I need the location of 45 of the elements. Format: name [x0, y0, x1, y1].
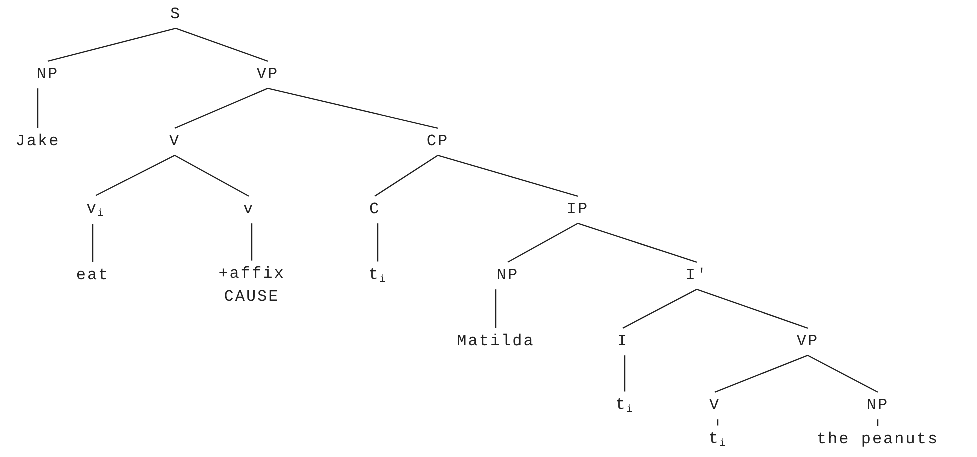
- tree-node-label: t$_{i}$: [708, 428, 728, 452]
- tree-node-label: NP: [496, 265, 520, 286]
- tree-node-label: NP: [36, 64, 60, 86]
- tree-branch-line: [714, 355, 808, 393]
- tree-branch-line: [176, 28, 268, 62]
- tree-node-label: the peanuts: [816, 429, 940, 450]
- tree-branch-line: [622, 289, 698, 329]
- tree-branch-line: [268, 88, 438, 129]
- tree-node-label: VP: [796, 331, 820, 352]
- tree-node-label: t$_{i}$: [368, 264, 388, 288]
- tree-node-label: Jake: [16, 131, 60, 152]
- tree-node-label: V: [709, 395, 721, 416]
- tree-branch-line: [717, 420, 719, 426]
- tree-branch-line: [48, 28, 176, 62]
- tree-branch-line: [251, 224, 253, 261]
- tree-node-label: CP: [426, 131, 450, 152]
- tree-branch-line: [374, 155, 438, 197]
- tree-branch-line: [377, 224, 379, 262]
- tree-branch-line: [92, 224, 94, 262]
- tree-node-label: eat: [76, 265, 110, 286]
- tree-branch-line: [174, 155, 250, 197]
- tree-branch-line: [174, 88, 268, 129]
- tree-branch-line: [96, 155, 176, 196]
- tree-branch-line: [578, 223, 698, 263]
- tree-node-label: I: [617, 331, 629, 352]
- tree-branch-line: [438, 155, 578, 197]
- tree-branch-line: [495, 290, 497, 328]
- tree-branch-line: [808, 355, 878, 393]
- tree-node-label: v: [243, 199, 255, 220]
- tree-branch-line: [877, 420, 879, 426]
- tree-node-label: Matilda: [457, 331, 535, 352]
- tree-node-label: +affix CAUSE: [218, 264, 286, 308]
- tree-node-label: NP: [866, 395, 890, 416]
- tree-branch-line: [624, 356, 626, 392]
- tree-node-label: I': [686, 265, 708, 286]
- tree-node-label: VP: [256, 64, 280, 86]
- tree-node-label: IP: [566, 199, 590, 220]
- tree-branch-line: [37, 88, 39, 128]
- tree-branch-line: [508, 223, 578, 263]
- tree-node-label: v$_{i}$: [86, 198, 106, 222]
- tree-branch-line: [696, 289, 808, 329]
- tree-node-label: S: [170, 4, 182, 26]
- tree-node-label: t$_{i}$: [616, 394, 634, 418]
- tree-node-label: V: [169, 131, 181, 152]
- tree-node-label: C: [369, 199, 381, 220]
